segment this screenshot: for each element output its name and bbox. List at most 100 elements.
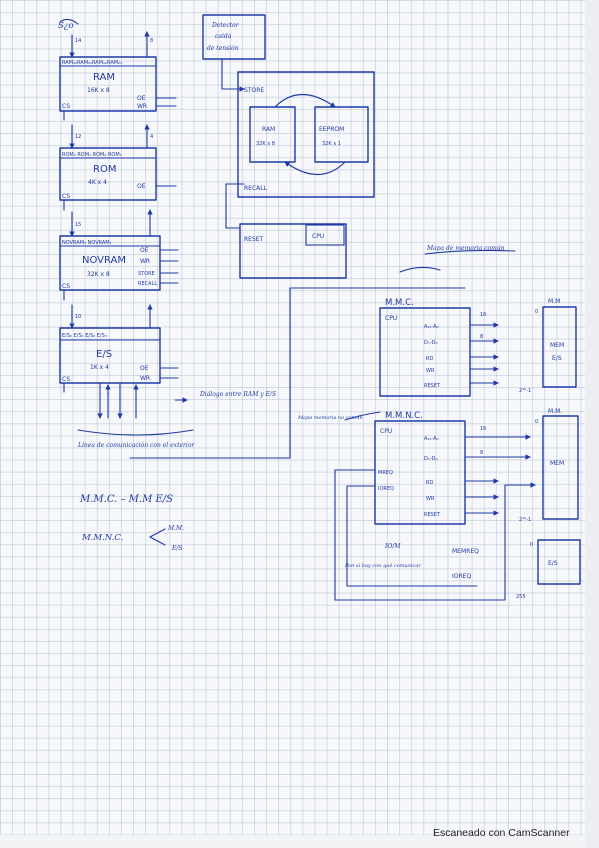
mmnc-mem: MEM — [550, 460, 564, 467]
detector-line-3: de tensión — [207, 45, 239, 52]
detector-line-1: Detector — [211, 22, 240, 29]
non-common-map-note: Mapa memoria no común — [297, 414, 363, 421]
mmc-bus-8: 8 — [480, 334, 483, 340]
mmc-data: D₇-D₀ — [424, 340, 438, 346]
novram-chip-list: NOVRAM₀ NOVRAM₁ — [62, 240, 112, 246]
mmnc-title: M.M.N.C. — [385, 411, 423, 421]
ram-block: RAM₀₀RAM₀₁RAM₀₂RAM₀₃ RAM 16K x 8 CS OE W… — [59, 31, 177, 121]
mmnc-io-label: IO/M — [384, 543, 401, 550]
novram-oe: OE — [140, 247, 149, 254]
rom-addr-width: 12 — [75, 134, 81, 140]
novram-addr-width: 15 — [75, 222, 81, 228]
mmnc-rd: RD — [426, 480, 433, 486]
mmnc-mreq: MREQ — [378, 470, 393, 476]
es-name: E/S — [96, 349, 112, 360]
mmnc-reset: RESET — [424, 512, 441, 518]
novram-detail-eeprom-size: 32K x 1 — [322, 141, 341, 147]
rom-data-width: 4 — [150, 134, 153, 140]
rom-name: ROM — [93, 164, 116, 175]
ram-chip-list: RAM₀₀RAM₀₁RAM₀₂RAM₀₃ — [62, 60, 122, 66]
mmnc-wr: WR — [426, 496, 435, 502]
mmc-rd: RD — [426, 356, 433, 362]
rom-oe: OE — [137, 183, 146, 190]
rom-size: 4K x 4 — [88, 179, 107, 186]
es-addr-width: 10 — [75, 314, 81, 320]
mmc-diagram: M.M.C. CPU A₁₅-A₀ D₇-D₀ RD WR RESET 16 8… — [379, 298, 577, 397]
mmc-addr: A₁₅-A₀ — [424, 324, 439, 330]
mmnc-memreq: MEMREQ — [452, 548, 479, 555]
novram-detail-eeprom: EEPROM — [319, 126, 344, 133]
mmc-mem-es: E/S — [552, 355, 562, 362]
mmc-zero: 0 — [535, 309, 538, 315]
scanner-watermark: Escaneado con CamScanner — [433, 827, 570, 839]
es-cs: CS — [62, 376, 70, 383]
mmc-bus-16: 16 — [480, 312, 486, 318]
cpu-small-label: CPU — [312, 233, 324, 240]
mmnc-iorq: IOREQ — [378, 486, 394, 492]
novram-detail-ram: RAM — [262, 126, 275, 133]
novram-cs: CS — [62, 283, 70, 290]
common-map-title: Mapa de memoria común — [426, 245, 505, 252]
voltage-detector: Detector caida de tensión — [202, 14, 266, 92]
ram-wr: WR — [137, 103, 147, 110]
novram-detail-ram-size: 32K x 8 — [256, 141, 275, 147]
mmnc-zero: 0 — [535, 419, 538, 425]
mmnc-mm-label: M.M. — [548, 408, 562, 415]
es-chip-list: E/S₀ E/S₁ E/S₂ E/S₃ — [62, 333, 107, 339]
novram-size: 32K x 8 — [87, 271, 110, 278]
mmnc-bus-8: 8 — [480, 450, 483, 456]
detector-line-2: caida — [215, 33, 232, 40]
cpu-small: RESET CPU — [239, 223, 347, 279]
es-size: 1K x 4 — [90, 364, 109, 371]
notebook-page — [0, 0, 585, 835]
mmc-wr: WR — [426, 368, 435, 374]
rom-cs: CS — [62, 193, 70, 200]
mmc-top-address: 2¹⁶-1 — [519, 388, 531, 394]
mmnc-es: E/S — [548, 560, 558, 567]
dialogue-note: Diálogo entre RAM y E/S — [199, 391, 276, 398]
mmc-mem: MEM — [550, 342, 564, 349]
mmnc-cpu: CPU — [380, 428, 392, 435]
es-wr: WR — [140, 375, 150, 382]
mmnc-option-mm: M.M. — [167, 525, 184, 532]
novram-store: STORE — [138, 271, 155, 277]
mmnc-option-es: E/S — [171, 545, 183, 552]
novram-detail-store: STORE — [244, 87, 264, 94]
mmnc-note: Pon si hay con qué comunicar — [344, 562, 421, 569]
mmnc-ioreq: IOREQ — [452, 573, 471, 580]
ram-name: RAM — [93, 72, 115, 83]
mmnc-data: D₇-D₀ — [424, 456, 438, 462]
novram-block: NOVRAM₀ NOVRAM₁ NOVRAM 32K x 8 CS OE WR … — [59, 209, 179, 301]
novram-wr: WR — [140, 258, 150, 265]
ram-addr-width: 14 — [75, 38, 81, 44]
cpu-small-reset: RESET — [244, 236, 264, 243]
mmc-title: M.M.C. — [385, 298, 414, 308]
ram-cs: CS — [62, 103, 70, 110]
page-edge — [585, 0, 599, 848]
rom-block: ROM₀ ROM₁ ROM₂ ROM₃ ROM 4K x 4 CS OE 12 … — [59, 124, 177, 211]
mmnc-addr: A₁₅-A₀ — [424, 436, 439, 442]
novram-detail: STORE RAM 32K x 8 EEPROM 32K x 1 RECALL — [225, 71, 375, 229]
ram-size: 16K x 8 — [87, 87, 110, 94]
mmc-equation: M.M.C. – M.M E/S — [79, 494, 173, 505]
rom-chip-list: ROM₀ ROM₁ ROM₂ ROM₃ — [62, 152, 122, 158]
es-block: E/S₀ E/S₁ E/S₂ E/S₃ E/S 1K x 4 CS OE WR … — [59, 304, 179, 419]
comm-lines-note: Línea de comunicación con el exterior — [77, 442, 195, 449]
es-oe: OE — [140, 365, 149, 372]
mmnc-top-address: 2¹⁶-1 — [519, 517, 531, 523]
mmc-mm-label: M.M — [548, 298, 560, 305]
mmnc-bus-16: 16 — [480, 426, 486, 432]
mmnc-es-zero: 0 — [530, 542, 533, 548]
novram-recall: RECALL — [138, 281, 157, 287]
mmnc-label: M.M.N.C. — [81, 533, 123, 543]
mmnc-es-top: 255 — [516, 594, 526, 600]
header-scrawl: S¿o — [58, 21, 74, 31]
novram-name: NOVRAM — [82, 255, 126, 266]
mmc-cpu: CPU — [385, 315, 397, 322]
novram-detail-recall: RECALL — [244, 185, 268, 192]
ram-oe: OE — [137, 95, 146, 102]
mmnc-diagram: M.M.N.C. CPU A₁₅-A₀ D₇-D₀ MREQ IOREQ RD … — [334, 408, 581, 601]
mmc-reset: RESET — [424, 383, 441, 389]
ram-data-width: 8 — [150, 38, 153, 44]
